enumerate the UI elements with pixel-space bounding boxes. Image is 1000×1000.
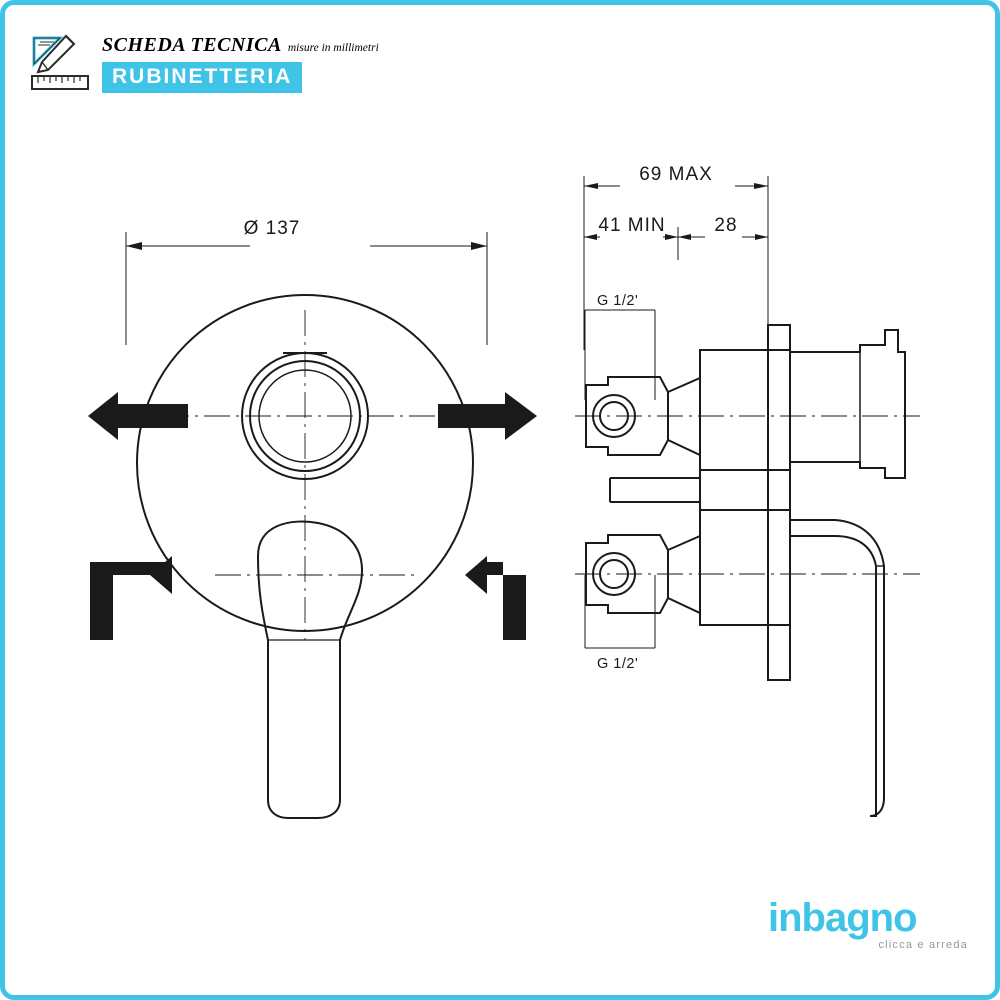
front-dimension-lines — [125, 232, 488, 345]
logo-wordmark: inbagno — [768, 898, 968, 938]
depth-max-arrowheads — [584, 183, 768, 189]
plate-depth-label: 28 — [714, 215, 737, 236]
brand-logo: inbagno clicca e arreda — [768, 898, 968, 964]
logo-text-bagno: bagno — [801, 896, 918, 940]
inlet-bottom-label: G 1/2' — [597, 656, 638, 672]
header: SCHEDA TECNICA misure in millimetri RUBIN… — [30, 26, 450, 98]
diameter-label: Ø 137 — [244, 218, 301, 239]
side-view: 69 MAX 41 MIN 28 — [575, 164, 920, 817]
inlet-top-label: G 1/2' — [597, 293, 638, 309]
arrow-lower-left — [90, 556, 172, 640]
side-center-axis-lines — [575, 415, 920, 575]
front-view: Ø 137 — [88, 218, 537, 819]
lever-handle-outline — [256, 520, 364, 819]
wall-plate — [767, 324, 791, 681]
inlet-top-leader — [584, 309, 656, 400]
logo-text-in: in — [768, 896, 803, 940]
header-title-row: SCHEDA TECNICA misure in millimetri — [102, 34, 379, 57]
depth-min-arrowheads — [584, 234, 768, 240]
header-subtitle: misure in millimetri — [287, 42, 379, 54]
arrow-left — [88, 392, 188, 440]
page-title: SCHEDA TECNICA — [102, 34, 282, 56]
technical-drawing-icon — [31, 34, 89, 90]
front-dimension-arrowheads — [126, 242, 487, 250]
logo-tagline: clicca e arreda — [878, 939, 968, 951]
center-axis-lines — [122, 310, 505, 640]
category-band: RUBINETTERIA — [102, 62, 303, 93]
diverter-knob-side — [789, 329, 906, 479]
lever-handle-side — [789, 519, 885, 817]
category-label: RUBINETTERIA — [112, 65, 293, 88]
depth-max-label: 69 MAX — [639, 164, 713, 185]
arrow-right — [438, 392, 537, 440]
depth-max-dimension — [583, 176, 769, 350]
arrow-lower-right — [465, 556, 526, 640]
depth-min-label: 41 MIN — [598, 215, 665, 236]
